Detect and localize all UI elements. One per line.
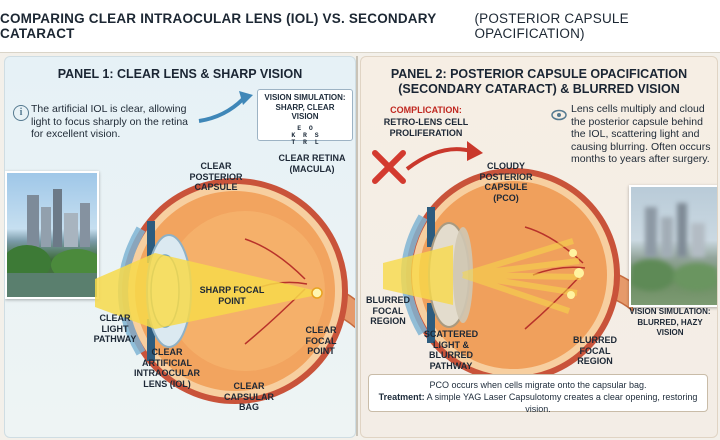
eye-diagram-clear	[95, 178, 355, 404]
sim-box-sharp: VISION SIMULATION: SHARP, CLEAR VISION E…	[257, 89, 353, 146]
complication-text: RETRO-LENS CELL PROLIFERATION	[383, 117, 469, 138]
panel-clear-lens: PANEL 1: CLEAR LENS & SHARP VISION i The…	[4, 56, 356, 438]
treatment-label: Treatment:	[378, 392, 425, 402]
title-main: COMPARING CLEAR INTRAOCULAR LENS (IOL) V…	[0, 11, 437, 41]
info-icon: i	[13, 105, 29, 121]
eye-icon	[551, 109, 567, 121]
label-cloudy-capsule: CLOUDY POSTERIOR CAPSULE (PCO)	[479, 161, 533, 203]
treatment-text: A simple YAG Laser Capsulotomy creates a…	[426, 392, 698, 414]
complication-title: COMPLICATION:	[390, 105, 462, 115]
label-clear-capsular-bag: CLEAR CAPSULAR BAG	[223, 381, 274, 412]
panel2-heading-line1: PANEL 2: POSTERIOR CAPSULE OPACIFICATION	[390, 67, 688, 81]
panel2-heading-line2: (SECONDARY CATARACT) & BLURRED VISION	[398, 82, 680, 96]
footer-line1: PCO occurs when cells migrate onto the c…	[429, 380, 647, 390]
sim-title-blurred: VISION SIMULATION: BLURRED, HAZY VISION	[629, 307, 711, 337]
city-photo-sharp	[5, 171, 99, 299]
label-blurred-focal-region: BLURRED FOCAL REGION	[366, 295, 410, 326]
eye-chart: E O K R S T R L	[291, 124, 319, 146]
eye-diagram-pco	[383, 168, 633, 382]
label-sharp-focal-point: SHARP FOCAL POINT	[199, 285, 265, 306]
city-photo-blurred	[629, 185, 717, 307]
panel-divider	[356, 56, 358, 436]
label-clear-focal-point: CLEAR FOCAL POINT	[305, 325, 337, 356]
panel1-description: The artificial IOL is clear, allowing li…	[31, 103, 189, 140]
arrow-icon	[198, 91, 253, 123]
panel2-heading: PANEL 2: POSTERIOR CAPSULE OPACIFICATION…	[361, 67, 717, 97]
sim-title-sharp: VISION SIMULATION: SHARP, CLEAR VISION	[264, 93, 346, 121]
label-clear-iol: CLEAR ARTIFICIAL INTRAOCULAR LENS (IOL)	[134, 347, 200, 389]
panel1-heading: PANEL 1: CLEAR LENS & SHARP VISION	[57, 67, 303, 81]
label-scattered-light: SCATTERED LIGHT & BLURRED PATHWAY	[423, 329, 479, 371]
label-clear-retina: CLEAR RETINA (MACULA)	[278, 153, 346, 174]
label-clear-light-pathway: CLEAR LIGHT PATHWAY	[93, 313, 137, 344]
title-paren: (POSTERIOR CAPSULE OPACIFICATION)	[474, 11, 629, 41]
panel2-description: Lens cells multiply and cloud the poster…	[571, 103, 711, 165]
label-clear-posterior-capsule: CLEAR POSTERIOR CAPSULE	[189, 161, 243, 192]
arrow-icon	[405, 141, 483, 171]
treatment-box: PCO occurs when cells migrate onto the c…	[368, 374, 708, 414]
city-skyline-blurred	[631, 203, 717, 291]
label-blurred-focal-region-right: BLURRED FOCAL REGION	[573, 335, 617, 366]
page-title: COMPARING CLEAR INTRAOCULAR LENS (IOL) V…	[0, 0, 720, 53]
city-skyline	[7, 189, 97, 297]
x-mark-icon	[372, 150, 406, 184]
